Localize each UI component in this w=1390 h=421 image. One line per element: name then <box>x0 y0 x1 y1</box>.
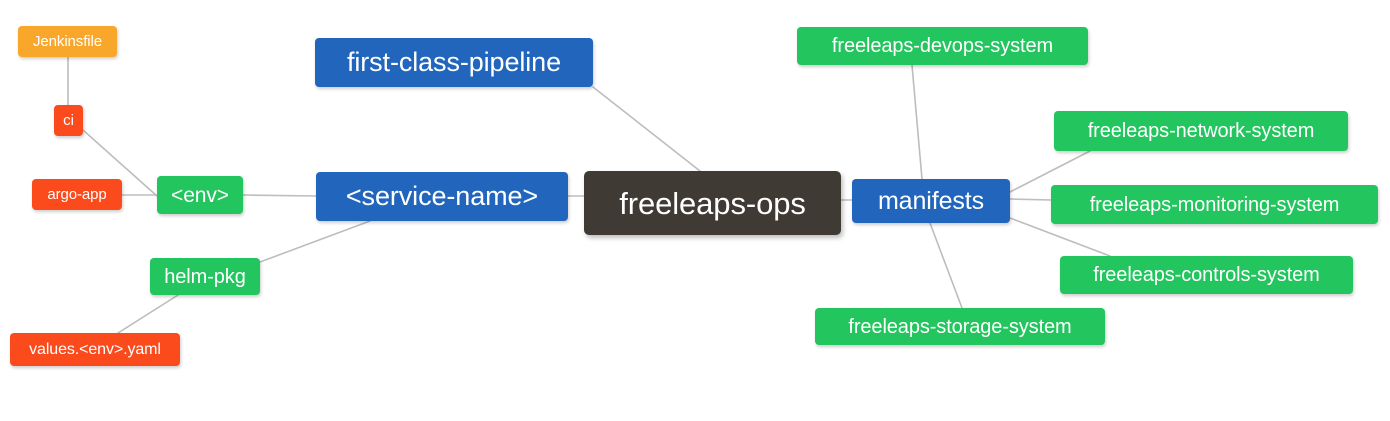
node-label: freeleaps-storage-system <box>848 315 1072 338</box>
node-ci[interactable]: ci <box>54 105 83 136</box>
node-label: freeleaps-network-system <box>1087 120 1315 142</box>
edge-manifests-to-freeleaps-monitoring-system <box>1009 198 1052 201</box>
node-label: <service-name> <box>345 181 539 211</box>
node-label: values.<env>.yaml <box>29 340 161 358</box>
node-label: ci <box>63 112 74 129</box>
edge-manifests-to-freeleaps-devops-system <box>911 64 923 180</box>
node-values-env-yaml[interactable]: values.<env>.yaml <box>10 333 180 366</box>
node-label: <env> <box>171 183 229 207</box>
node-label: freeleaps-ops <box>619 185 806 221</box>
node-argo-app[interactable]: argo-app <box>32 179 122 210</box>
node-label: manifests <box>877 186 985 215</box>
node-label: first-class-pipeline <box>346 47 562 77</box>
node-first-class-pipeline[interactable]: first-class-pipeline <box>315 38 593 87</box>
node-freeleaps-devops-system[interactable]: freeleaps-devops-system <box>797 27 1088 65</box>
node-label: freeleaps-devops-system <box>831 35 1054 57</box>
node-freeleaps-controls-system[interactable]: freeleaps-controls-system <box>1060 256 1353 294</box>
node-label: argo-app <box>47 186 107 203</box>
edge-env-to-service-name <box>242 194 317 197</box>
edge-manifests-to-freeleaps-storage-system <box>929 222 963 309</box>
node-label: Jenkinsfile <box>33 33 102 50</box>
node-label: helm-pkg <box>164 265 246 288</box>
node-jenkinsfile[interactable]: Jenkinsfile <box>18 26 117 57</box>
node-env[interactable]: <env> <box>157 176 243 214</box>
node-freeleaps-ops[interactable]: freeleaps-ops <box>584 171 841 235</box>
node-service-name[interactable]: <service-name> <box>316 172 568 221</box>
edge-first-class-pipeline-to-freeleaps-ops <box>592 86 701 172</box>
edge-helm-pkg-to-service-name <box>259 220 371 263</box>
node-manifests[interactable]: manifests <box>852 179 1010 223</box>
node-label: freeleaps-monitoring-system <box>1089 193 1340 216</box>
node-helm-pkg[interactable]: helm-pkg <box>150 258 260 295</box>
node-freeleaps-monitoring-system[interactable]: freeleaps-monitoring-system <box>1051 185 1378 224</box>
node-freeleaps-storage-system[interactable]: freeleaps-storage-system <box>815 308 1105 345</box>
edge-values-env-yaml-to-helm-pkg <box>117 294 179 334</box>
node-freeleaps-network-system[interactable]: freeleaps-network-system <box>1054 111 1348 151</box>
node-label: freeleaps-controls-system <box>1093 264 1320 286</box>
